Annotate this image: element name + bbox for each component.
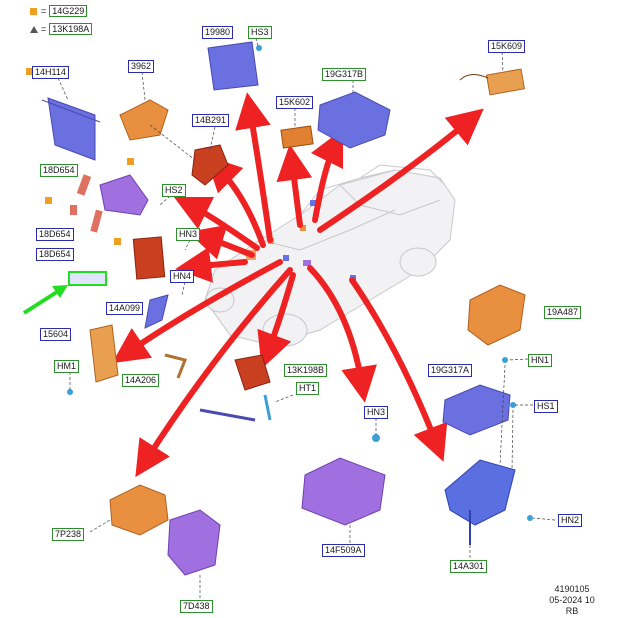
label-14a206: 14A206 (122, 374, 160, 387)
drawing-author: RB (565, 606, 579, 616)
part-19a487 (467, 284, 526, 346)
part-3962 (119, 99, 169, 141)
drawing-reference: 4190105 05-2024 10 RB (544, 584, 600, 617)
label-hn2: HN2 (558, 514, 583, 527)
part-18d654 (70, 174, 103, 233)
label-hn3-left: HN3 (176, 228, 201, 241)
part-15k609 (459, 68, 526, 96)
label-hn4: HN4 (170, 270, 195, 283)
triangle-icon (30, 26, 38, 34)
legend-square: =14G229 (30, 5, 88, 17)
label-15k609: 15K609 (488, 40, 526, 53)
label-hs3: HS3 (248, 26, 272, 39)
legend-triangle: =13K198A (30, 23, 93, 35)
label-hs2: HS2 (162, 184, 186, 197)
part-19g317a (442, 384, 511, 436)
square-icon (30, 8, 37, 16)
drawing-number: 4190105 (554, 584, 590, 594)
square-marker (45, 197, 52, 204)
label-15604: 15604 (40, 328, 72, 341)
label-highlighted-part: 14F069 (68, 271, 107, 286)
part-14a099 (144, 294, 169, 329)
legend-code: 13K198A (49, 23, 93, 35)
part-13k198b (234, 354, 271, 391)
part-bracket-center (199, 394, 272, 422)
label-hn1: HN1 (528, 354, 553, 367)
green-pointer-arrow (22, 285, 68, 315)
label-18d654-mid: 18D654 (36, 228, 74, 241)
part-14b291 (191, 144, 229, 186)
label-14a301: 14A301 (450, 560, 488, 573)
drawing-date: 05-2024 10 (549, 595, 595, 605)
label-14b291: 14B291 (192, 114, 230, 127)
label-13k198b: 13K198B (284, 364, 328, 377)
part-7d438 (167, 509, 221, 576)
label-hs1: HS1 (534, 400, 558, 413)
part-red-module (132, 236, 166, 280)
label-19a487: 19A487 (544, 306, 582, 319)
part-14h114 (41, 97, 101, 161)
label-hm1: HM1 (54, 360, 80, 373)
label-19g317a: 19G317A (428, 364, 473, 377)
part-15k602 (280, 125, 314, 149)
label-7d438: 7D438 (180, 600, 213, 613)
label-7p238: 7P238 (52, 528, 85, 541)
square-marker (114, 238, 121, 245)
leader-lines (57, 37, 556, 598)
label-3962: 3962 (128, 60, 155, 73)
label-ht1: HT1 (296, 382, 320, 395)
label-14a099: 14A099 (106, 302, 144, 315)
label-15k602: 15K602 (276, 96, 314, 109)
part-14a301 (444, 459, 516, 545)
part-purple-module-left (99, 174, 149, 216)
square-marker (26, 68, 33, 75)
part-19g317b (317, 91, 391, 149)
label-hn3-right: HN3 (364, 406, 389, 419)
part-15604 (89, 324, 119, 383)
label-18d654-bottom: 18D654 (36, 248, 74, 261)
part-19980 (207, 41, 259, 91)
part-14f509a (301, 457, 386, 526)
part-7p238 (109, 484, 169, 536)
label-19g317b: 19G317B (322, 68, 367, 81)
label-14h114: 14H114 (32, 66, 69, 79)
part-14a206 (164, 353, 188, 379)
location-arrows (112, 92, 484, 478)
label-14f509a: 14F509A (322, 544, 365, 557)
vehicle-outline (204, 164, 456, 347)
label-19980: 19980 (202, 26, 234, 39)
square-marker (127, 158, 134, 165)
legend-code: 14G229 (49, 5, 88, 17)
label-18d654-top: 18D654 (40, 164, 78, 177)
